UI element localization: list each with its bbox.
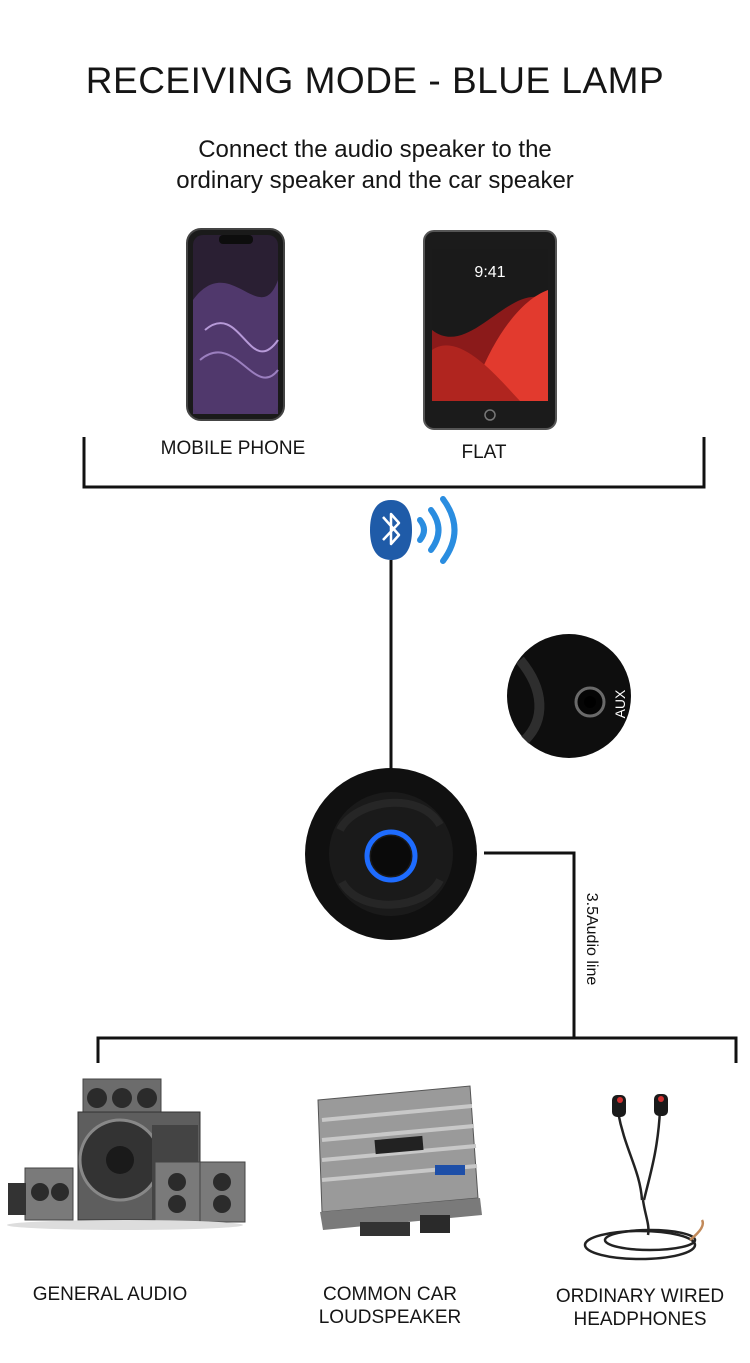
signal-waves-icon xyxy=(417,496,458,564)
aux-port-icon xyxy=(507,634,631,758)
output-label-car-loudspeaker: COMMON CAR LOUDSPEAKER xyxy=(290,1283,490,1329)
bluetooth-receiver-icon xyxy=(305,768,477,940)
subtitle-line-2: ordinary speaker and the car speaker xyxy=(176,167,574,194)
output-label-general-audio: GENERAL AUDIO xyxy=(10,1283,210,1306)
output-label-line: ORDINARY WIRED xyxy=(555,1286,725,1307)
output-label-line: HEADPHONES xyxy=(573,1309,707,1330)
cable-label: 3.5Audio line xyxy=(583,892,600,986)
source-label-flat: FLAT xyxy=(461,442,507,463)
subtitle-line-1: Connect the audio speaker to the xyxy=(198,136,552,163)
output-label-line: GENERAL AUDIO xyxy=(32,1284,188,1305)
aux-label: AUX xyxy=(612,689,628,718)
output-label-line: COMMON CAR xyxy=(322,1284,458,1305)
page-title: RECEIVING MODE - BLUE LAMP xyxy=(85,60,665,101)
source-label-mobile-phone: MOBILE PHONE xyxy=(160,438,306,459)
earphones-icon xyxy=(583,1094,705,1261)
connector-lines xyxy=(82,437,738,1063)
tablet-icon: 9:41 xyxy=(423,230,557,430)
bluetooth-icon xyxy=(370,500,412,560)
car-amplifier-icon xyxy=(317,1085,482,1236)
output-label-line: LOUDSPEAKER xyxy=(318,1307,462,1328)
smartphone-icon xyxy=(186,228,285,421)
output-bracket xyxy=(96,1036,738,1063)
source-bracket xyxy=(82,437,706,489)
device-to-output-line xyxy=(484,851,576,1038)
output-label-wired-headphones: ORDINARY WIRED HEADPHONES xyxy=(540,1285,740,1331)
speaker-system-icon xyxy=(7,1078,246,1230)
subtitle: Connect the audio speaker to the ordinar… xyxy=(0,134,750,196)
tablet-time: 9:41 xyxy=(474,264,505,281)
